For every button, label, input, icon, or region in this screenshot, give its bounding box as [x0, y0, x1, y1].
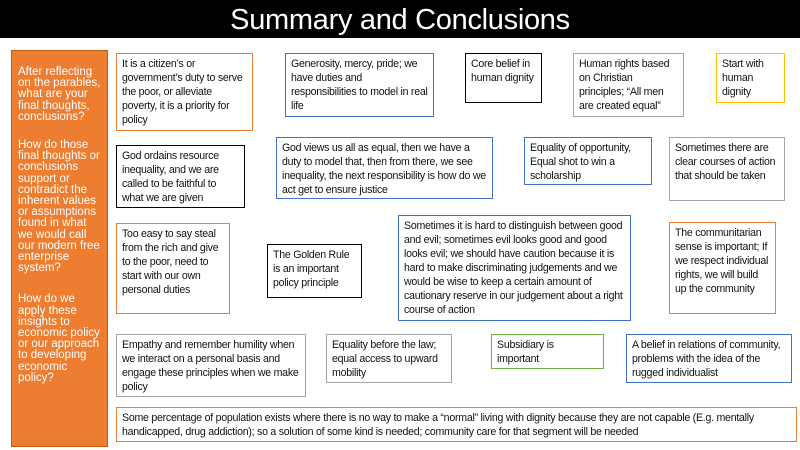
note-card: Core belief in human dignity — [465, 53, 542, 103]
note-card: Generosity, mercy, pride; we have duties… — [285, 53, 434, 117]
note-card: The Golden Rule is an important policy p… — [267, 244, 362, 298]
question-1: After reflecting on the parables, what a… — [18, 66, 101, 123]
note-card: Some percentage of population exists whe… — [116, 407, 797, 442]
note-card: It is a citizen’s or government’s duty t… — [116, 53, 253, 131]
note-card: Sometimes it is hard to distinguish betw… — [398, 215, 631, 321]
note-card: Human rights based on Christian principl… — [573, 53, 684, 117]
questions-sidebar: After reflecting on the parables, what a… — [11, 50, 108, 447]
note-card: Empathy and remember humility when we in… — [116, 334, 306, 397]
note-card: God ordains resource inequality, and we … — [116, 145, 245, 208]
note-card: Equality of opportunity, Equal shot to w… — [524, 137, 652, 185]
slide-title: Summary and Conclusions — [0, 0, 800, 38]
note-card: The communitarian sense is important; If… — [669, 222, 776, 314]
note-card: Too easy to say steal from the rich and … — [116, 223, 230, 314]
note-card: Subsidiary is important — [491, 334, 604, 369]
note-card: Equality before the law; equal access to… — [326, 334, 452, 383]
note-card: A belief in relations of community, prob… — [626, 334, 792, 383]
question-2: How do those final thoughts or conclusio… — [18, 139, 100, 275]
note-card: Sometimes there are clear courses of act… — [669, 137, 785, 201]
question-3: How do we apply these insights to econom… — [18, 293, 100, 384]
note-card: Start with human dignity — [716, 53, 785, 103]
note-card: God views us all as equal, then we have … — [276, 137, 493, 199]
